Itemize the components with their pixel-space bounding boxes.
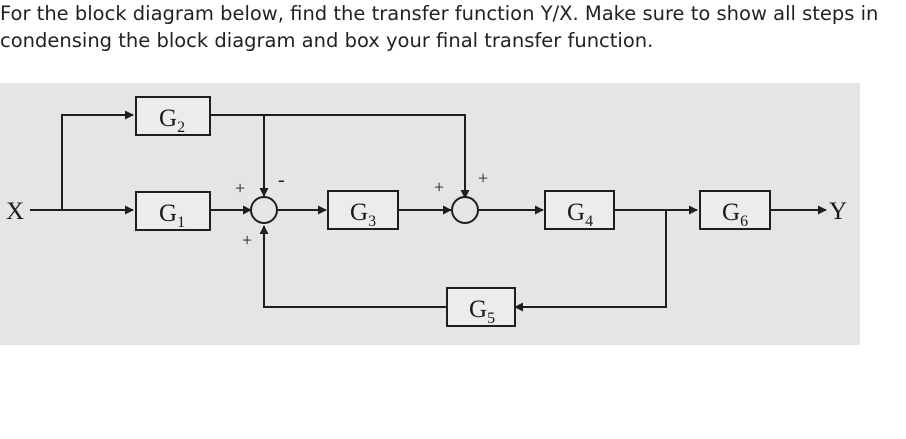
question-line-1: For the block diagram below, find the tr…	[0, 2, 879, 25]
block-g4	[544, 190, 615, 230]
line-to-g5	[514, 210, 667, 312]
g5-label: G5	[469, 296, 495, 327]
block-g3	[327, 190, 399, 230]
sj2-left-sign: +	[434, 177, 444, 197]
block-g5	[446, 287, 516, 327]
g2-label: G2	[159, 105, 185, 136]
sj1-left-sign: +	[235, 178, 245, 198]
question-text: For the block diagram below, find the tr…	[0, 0, 900, 54]
line-g5-to-sj1	[259, 225, 447, 308]
g4-label: G4	[567, 199, 593, 230]
line-g2-to-sj2	[210, 114, 470, 199]
block-g6	[699, 190, 771, 230]
output-label-y: Y	[829, 198, 847, 225]
blocks	[135, 96, 771, 327]
question-line-2: condensing the block diagram and box you…	[0, 29, 654, 52]
g1-label: G1	[159, 200, 185, 231]
block-g2	[135, 96, 211, 136]
block-diagram-figure: G2 G1 G3 G4 G6 G5 X Y + - + + +	[0, 83, 860, 345]
line-to-g2	[61, 110, 134, 210]
signal-lines	[30, 110, 827, 312]
sj1-top-sign: -	[278, 169, 285, 191]
summing-junction-1	[250, 196, 278, 224]
sj1-bottom-sign: +	[242, 230, 252, 250]
g3-label: G3	[350, 199, 376, 230]
block-diagram: G2 G1 G3 G4 G6 G5 X Y + - + + +	[0, 83, 860, 345]
sj2-top-sign: +	[478, 168, 488, 188]
g6-label: G6	[722, 199, 748, 230]
summing-junction-2	[451, 196, 479, 224]
input-label-x: X	[6, 198, 24, 225]
block-g1	[135, 191, 211, 231]
